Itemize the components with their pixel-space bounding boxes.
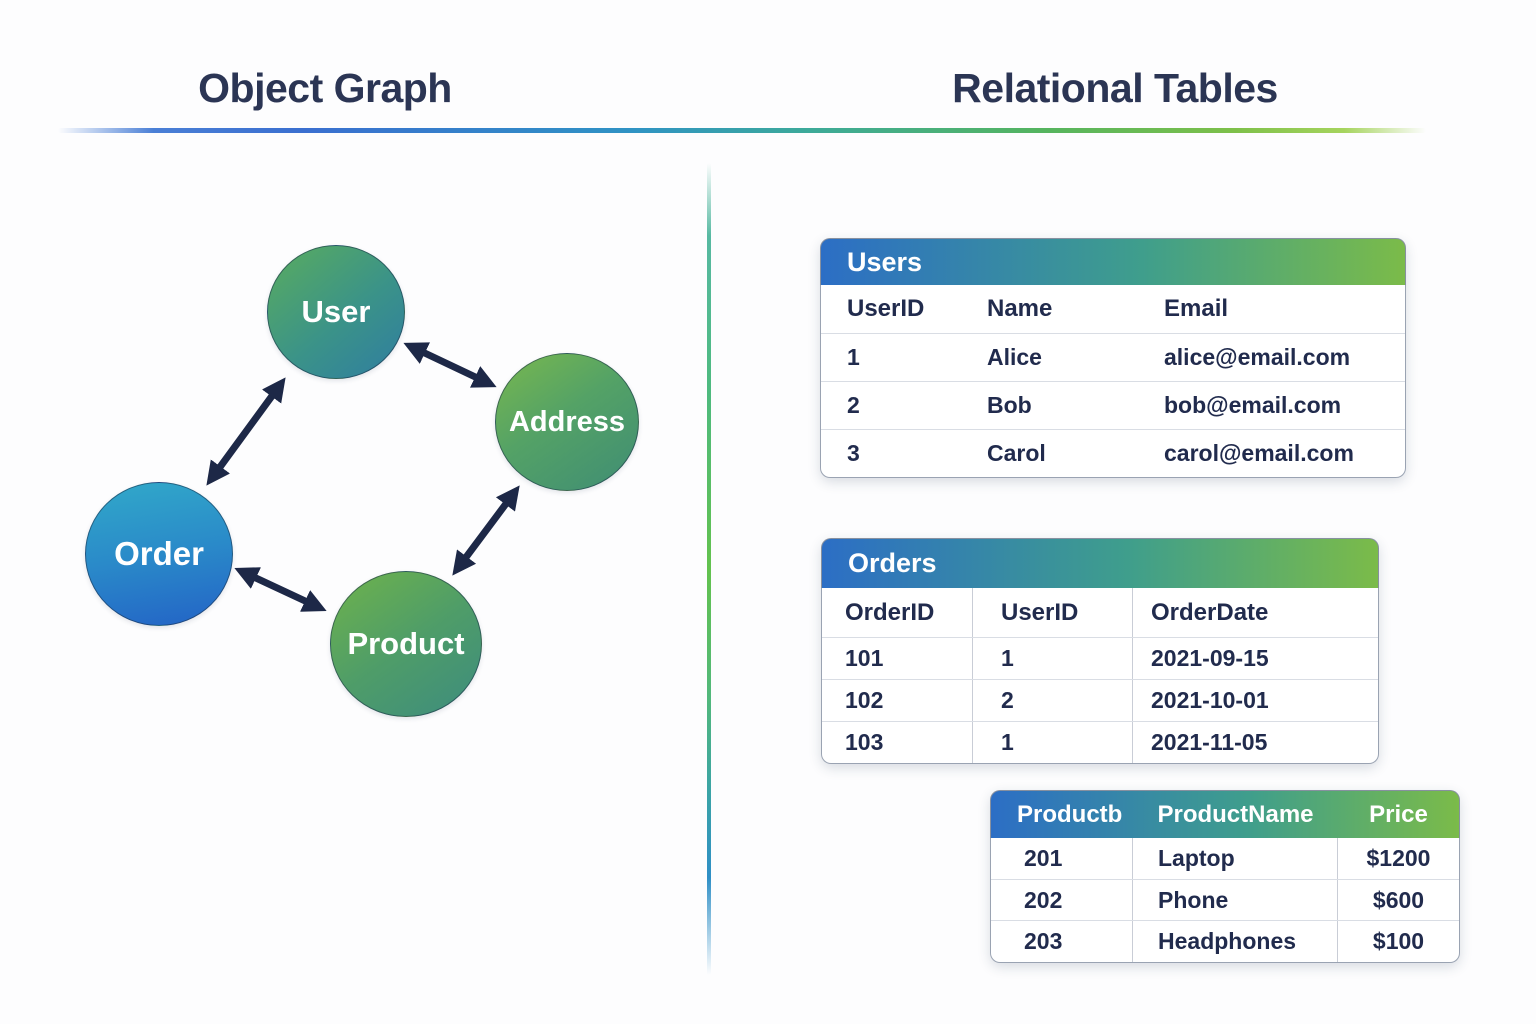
edge-user-order-arrow [206, 377, 286, 486]
column-header: ProductName [1157, 800, 1314, 828]
edge-order-product-arrow [234, 567, 327, 612]
users-table: Users UserID Name Email 1 Alice alice@em… [820, 238, 1406, 478]
table-row: 202 Phone $600 [991, 879, 1459, 920]
page-title-relational-tables: Relational Tables [952, 65, 1278, 111]
graph-node-order: Order [85, 482, 233, 626]
table-cell: $1200 [1366, 845, 1431, 871]
table-row: 101 1 2021-09-15 [822, 637, 1378, 679]
table-cell: Phone [1133, 880, 1338, 920]
column-header: UserID [847, 295, 925, 322]
table-cell: Headphones [1133, 921, 1338, 962]
column-header: Name [987, 295, 1053, 322]
table-row: 102 2 2021-10-01 [822, 679, 1378, 721]
panel-divider-gradient [707, 163, 711, 975]
node-label: Order [114, 535, 204, 572]
table-cell: alice@email.com [1164, 344, 1351, 370]
edge-user-address-arrow [403, 342, 497, 388]
products-column-header-row: Productb ProductName Price [990, 790, 1460, 838]
table-cell: 102 [822, 680, 973, 721]
table-cell: 1 [847, 344, 860, 370]
table-title: Users [847, 246, 923, 277]
table-cell: 201 [991, 838, 1133, 879]
table-cell: $100 [1372, 928, 1425, 954]
graph-node-user: User [267, 245, 405, 379]
column-header: OrderDate [1151, 598, 1269, 626]
column-header: Productb [1017, 800, 1123, 828]
table-cell: carol@email.com [1164, 440, 1354, 466]
table-cell: 103 [822, 722, 973, 763]
graph-node-address: Address [495, 353, 639, 491]
page-title-object-graph: Object Graph [198, 65, 452, 111]
table-cell: bob@email.com [1164, 392, 1342, 418]
table-cell: 101 [822, 638, 973, 679]
title-underline-gradient [58, 128, 1426, 133]
orders-table: Orders OrderID UserID OrderDate 101 1 20… [821, 538, 1379, 764]
table-cell: 2 [973, 680, 1133, 721]
table-row: 103 1 2021-11-05 [822, 721, 1378, 763]
orders-column-header-row: OrderID UserID OrderDate [822, 588, 1378, 637]
table-cell: 2021-10-01 [1151, 687, 1269, 713]
table-row: 2 Bob bob@email.com [821, 381, 1405, 429]
table-cell: Alice [987, 344, 1042, 370]
column-header: Email [1164, 295, 1229, 322]
table-cell: 1 [973, 638, 1133, 679]
table-cell: 202 [991, 880, 1133, 920]
users-table-title-bar: Users [820, 238, 1406, 285]
table-row: 201 Laptop $1200 [991, 838, 1459, 879]
column-header: Price [1369, 800, 1428, 828]
orders-table-title-bar: Orders [821, 538, 1379, 588]
node-label: Product [347, 626, 465, 661]
table-title: Orders [848, 548, 937, 578]
column-header: UserID [973, 588, 1133, 637]
node-label: User [301, 294, 371, 329]
table-cell: 2021-11-05 [1151, 729, 1268, 755]
table-cell: 1 [973, 722, 1133, 763]
table-cell: Laptop [1133, 838, 1338, 879]
table-cell: Bob [987, 392, 1032, 418]
graph-node-product: Product [330, 571, 482, 717]
table-row: 3 Carol carol@email.com [821, 429, 1405, 477]
table-cell: 2 [847, 392, 860, 418]
table-cell: 203 [991, 921, 1133, 962]
node-label: Address [508, 405, 626, 438]
table-cell: $600 [1372, 886, 1425, 913]
table-cell: 3 [847, 440, 860, 466]
table-row: 203 Headphones $100 [991, 920, 1459, 962]
table-row: 1 Alice alice@email.com [821, 333, 1405, 381]
users-column-header-row: UserID Name Email [821, 285, 1405, 333]
edge-product-address-arrow [452, 485, 520, 576]
products-table: Productb ProductName Price 201 Laptop $1… [990, 790, 1460, 963]
column-header: OrderID [822, 588, 973, 637]
table-cell: 2021-09-15 [1151, 645, 1269, 671]
table-cell: Carol [987, 440, 1046, 466]
